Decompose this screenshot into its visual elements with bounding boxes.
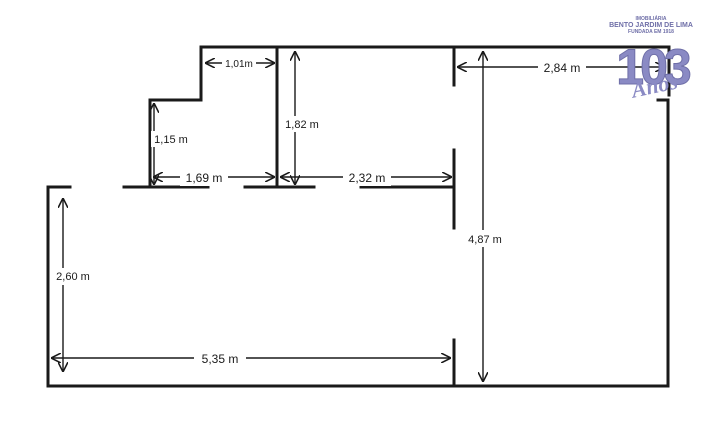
dim-label-1-69: 1,69 m — [186, 171, 223, 185]
top-wall — [199, 45, 671, 97]
dim-label-1-15: 1,15 m — [154, 134, 188, 146]
company-logo: IMOBILIÁRIA BENTO JARDIM DE LIMA FUNDADA… — [609, 15, 694, 103]
dim-label-2-60: 2,60 m — [56, 271, 90, 283]
dimension-labels: 1,01m 1,15 m 1,82 m 2,84 m 1,69 m 2,32 m… — [51, 56, 586, 368]
dim-label-2-84: 2,84 m — [544, 61, 581, 75]
logo-line-2: BENTO JARDIM DE LIMA — [609, 22, 693, 29]
outer-wall — [46, 98, 670, 388]
logo-number: 103 — [616, 39, 690, 95]
small-room-wall — [148, 45, 203, 189]
dimension-arrows — [52, 52, 664, 381]
dim-label-4-87: 4,87 m — [468, 234, 502, 246]
logo-line-3: FUNDADA EM 1918 — [628, 29, 674, 35]
walls — [46, 45, 671, 388]
logo-line-1: IMOBILIÁRIA — [635, 15, 666, 22]
dim-label-1-82: 1,82 m — [285, 119, 319, 131]
dim-label-2-32: 2,32 m — [349, 171, 386, 185]
dim-label-5-35: 5,35 m — [202, 352, 239, 366]
dim-label-1-01: 1,01m — [225, 59, 253, 70]
